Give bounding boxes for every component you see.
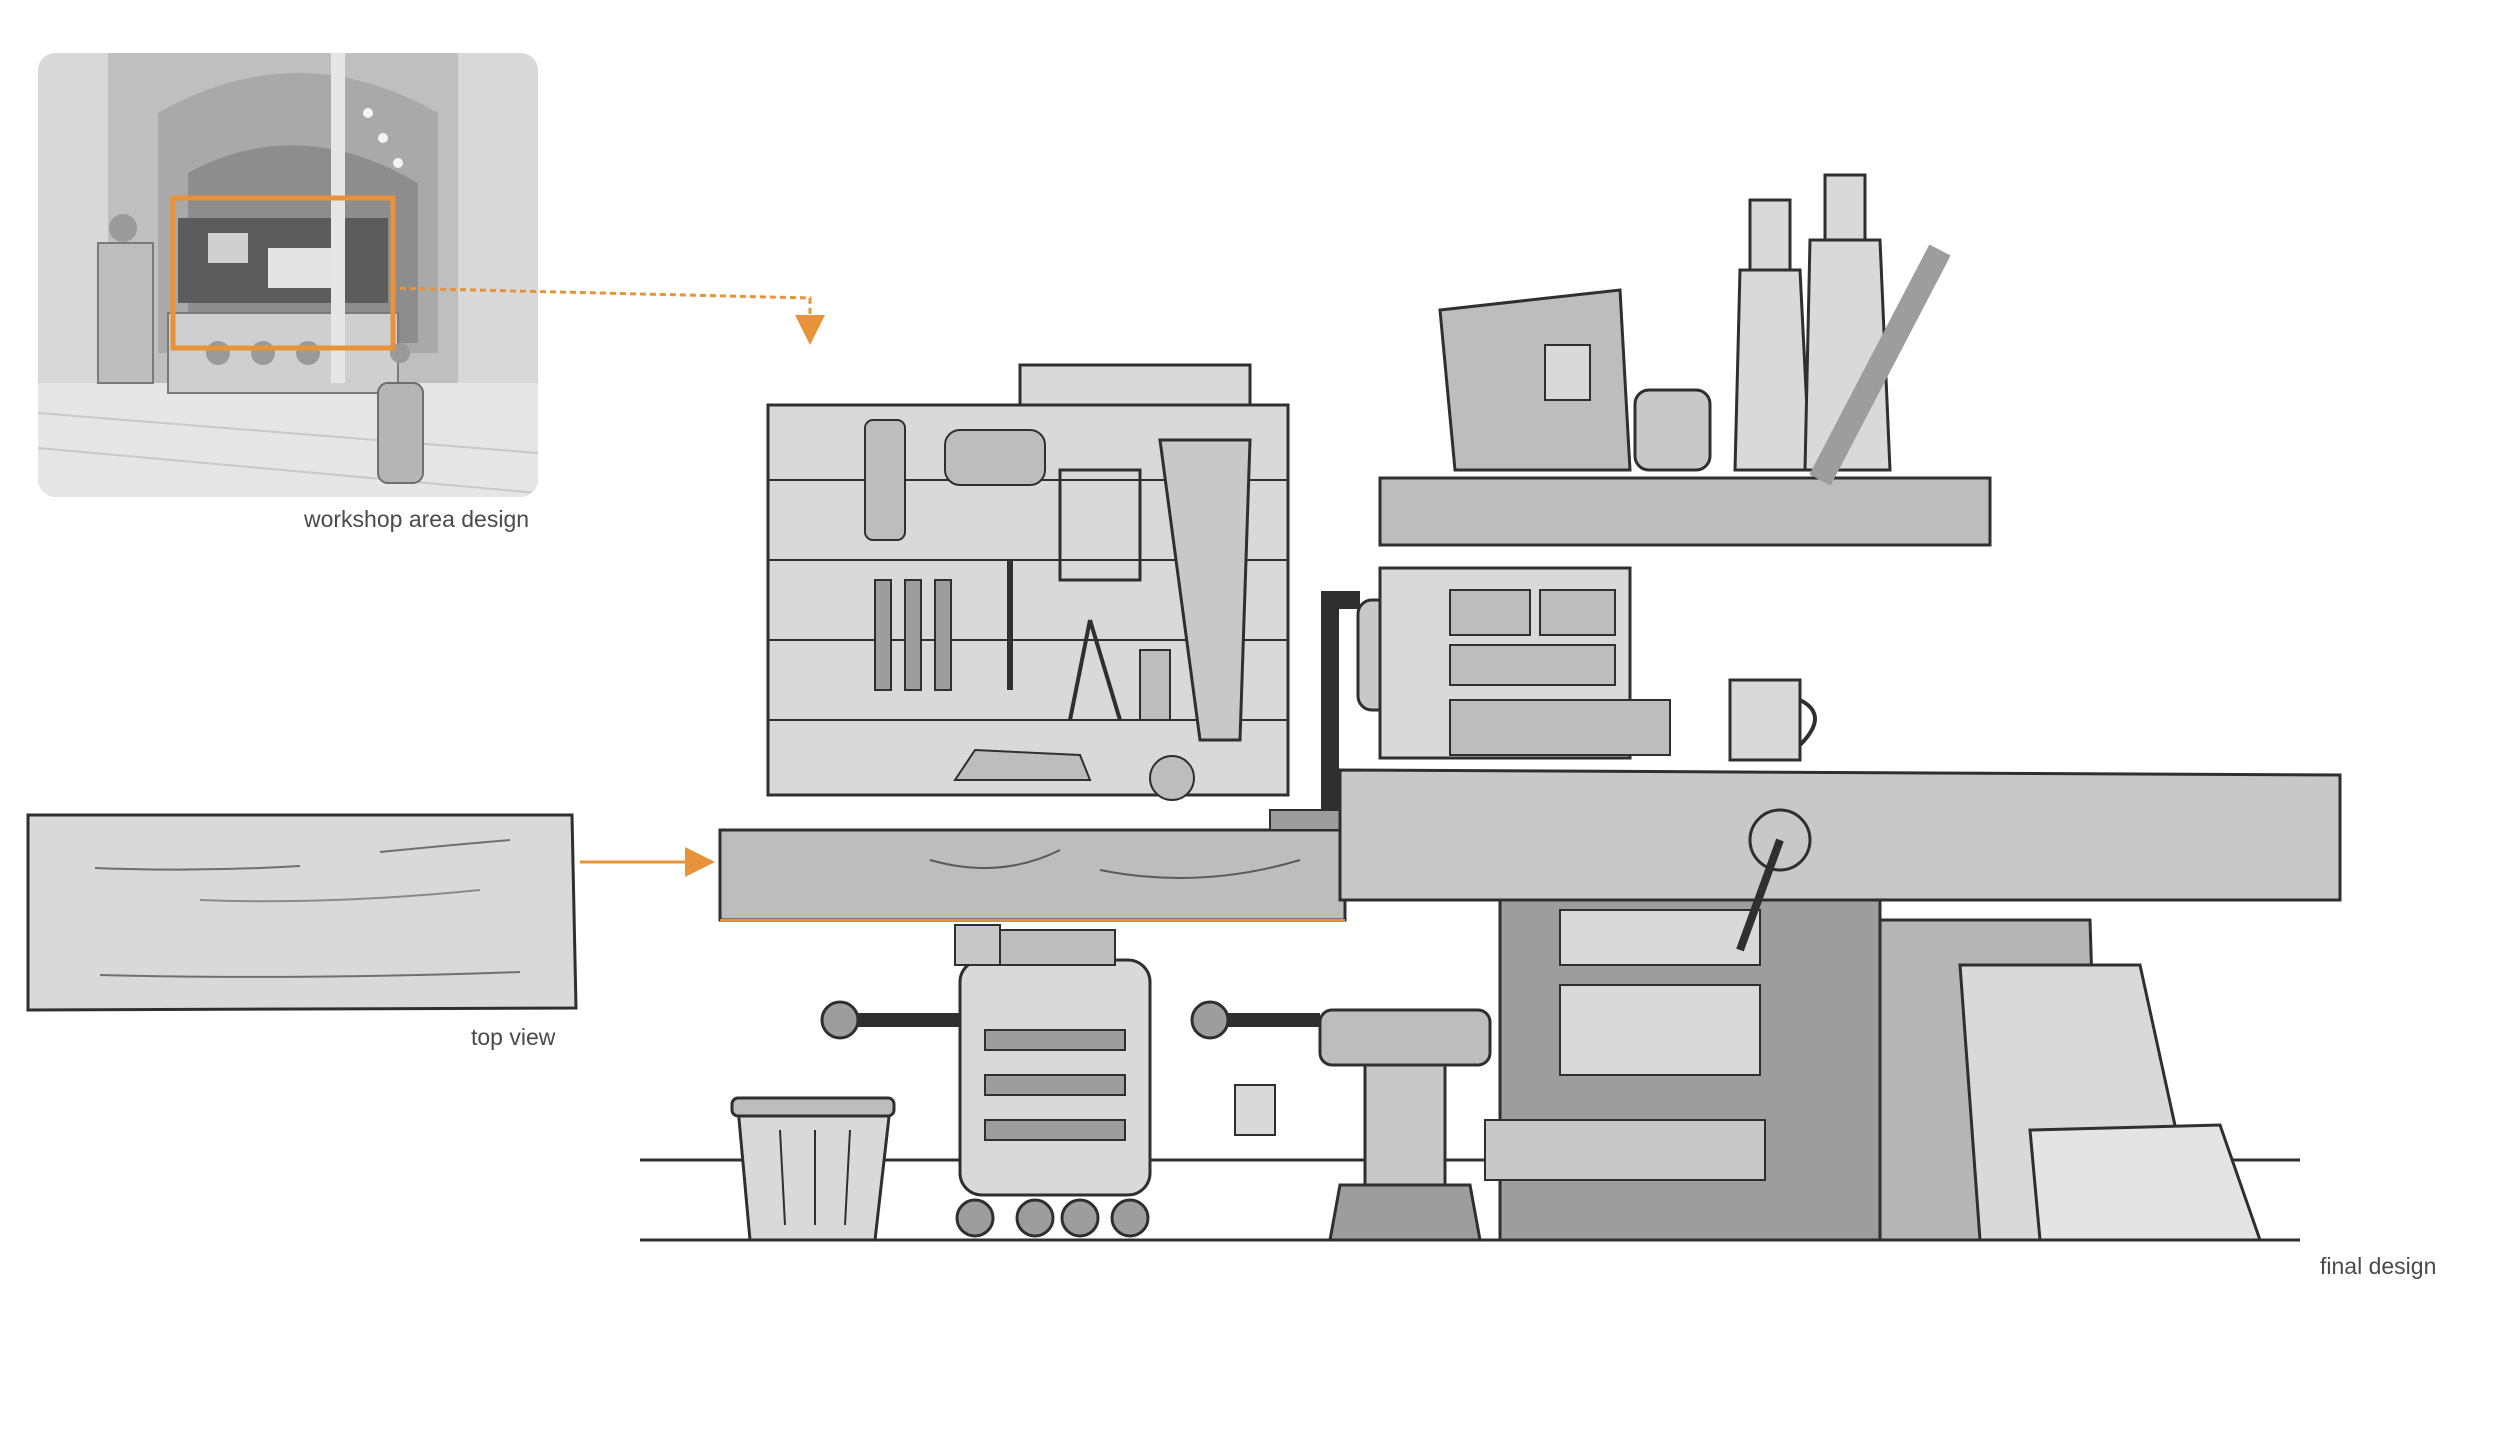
square-ruler [1139, 649, 1171, 721]
jar [1633, 388, 1712, 472]
focus-region-highlight [170, 195, 396, 351]
pegboard [766, 363, 1290, 801]
hand-plane [953, 748, 1092, 781]
bench-vise-stand [1318, 1008, 1492, 1242]
box-label [1544, 344, 1591, 401]
workshop-area-caption: workshop area design [304, 506, 530, 532]
wall-outlet [1234, 1084, 1276, 1136]
workshop-area-sketch [38, 53, 538, 497]
tool-cart [954, 924, 1152, 1238]
upper-shelf [1378, 173, 1992, 547]
compass [1068, 619, 1122, 721]
hacksaw [1058, 468, 1142, 582]
screwdriver [934, 579, 952, 691]
mallet [864, 419, 906, 541]
cardboard-box [1438, 288, 1632, 472]
workshop-area-thumbnail [38, 53, 538, 497]
bottle [1733, 268, 1812, 472]
tape-measure [1149, 755, 1195, 801]
leaning-board [2028, 1123, 2263, 1242]
trash-can [730, 1096, 896, 1242]
right-workbench [1338, 768, 2342, 1242]
top-view-plank [26, 813, 578, 1012]
drawer [1559, 984, 1761, 1076]
small-drawer-cabinet [1378, 566, 1671, 760]
hand-saw [1158, 438, 1252, 742]
screwdriver [904, 579, 922, 691]
thumbnail-arrow [389, 286, 825, 345]
rolled-paper [1809, 244, 1951, 486]
top-view-caption: top view [471, 1024, 556, 1050]
spirit-level [1018, 363, 1252, 407]
drawer [1559, 909, 1761, 966]
left-workbench [718, 828, 1347, 922]
final-design-caption: final design [2320, 1253, 2437, 1279]
mug [1728, 678, 1817, 762]
hammer [944, 429, 1046, 486]
screwdriver [874, 579, 892, 691]
